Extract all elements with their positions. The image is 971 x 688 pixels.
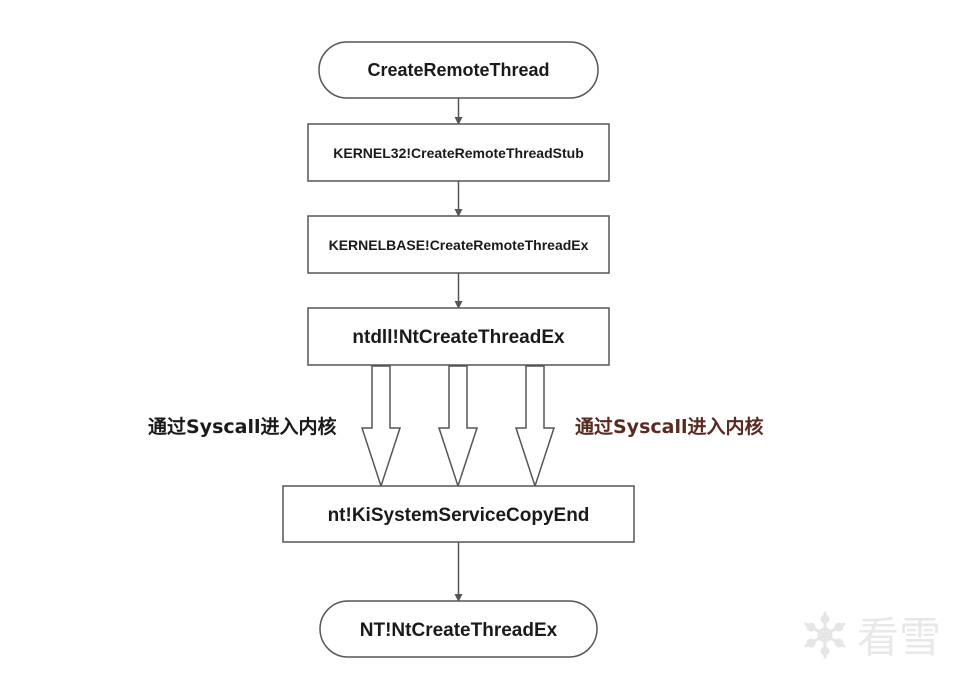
watermark: 看雪 [804, 611, 941, 662]
watermark-text: 看雪 [857, 613, 941, 662]
node-ki-system-service: nt!KiSystemServiceCopyEnd [282, 485, 635, 543]
node-nt-create-thread: NT!NtCreateThreadEx [319, 600, 598, 658]
node-ki-system-service-label: nt!KiSystemServiceCopyEnd [328, 505, 590, 526]
node-create-remote-thread: CreateRemoteThread [318, 41, 599, 99]
node-nt-create-thread-label: NT!NtCreateThreadEx [360, 620, 558, 641]
node-kernel32-stub-label: KERNEL32!CreateRemoteThreadStub [333, 145, 584, 161]
block-arrow-left [360, 365, 402, 489]
node-ntdll-nt-create-label: ntdll!NtCreateThreadEx [352, 327, 565, 348]
node-kernel32-stub: KERNEL32!CreateRemoteThreadStub [307, 123, 610, 182]
syscall-label-left: 通过Syscall进入内核 [148, 415, 337, 438]
node-create-remote-thread-label: CreateRemoteThread [367, 60, 549, 80]
block-arrow-middle [437, 365, 479, 489]
block-arrow-right [514, 365, 556, 489]
snowflake-icon [804, 611, 846, 659]
node-kernelbase-ex-label: KERNELBASE!CreateRemoteThreadEx [329, 237, 589, 253]
node-ntdll-nt-create: ntdll!NtCreateThreadEx [307, 307, 610, 366]
syscall-label-right: 通过Syscall进入内核 [575, 415, 764, 438]
node-kernelbase-ex: KERNELBASE!CreateRemoteThreadEx [307, 215, 610, 274]
